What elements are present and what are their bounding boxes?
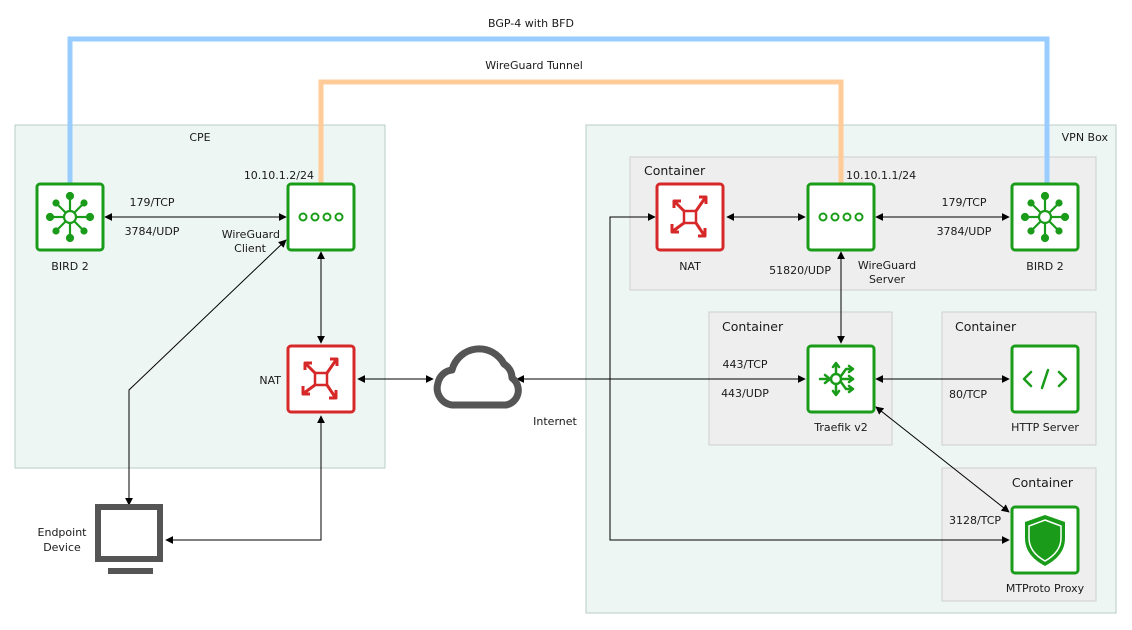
traefik-port-udp: 443/UDP: [721, 387, 769, 400]
node-bird-vpn: BIRD 2: [1010, 182, 1080, 273]
wg-server-address: 10.10.1.1/24: [846, 169, 916, 182]
node-nat-cpe: NAT: [259, 344, 356, 414]
wg-client-label-1: WireGuard: [222, 228, 280, 241]
endpoint-label-2: Device: [43, 541, 81, 554]
nat-arrows-icon: [670, 195, 708, 238]
container-traefik-label: Container: [722, 319, 784, 334]
proxy-port: 3128/TCP: [949, 514, 1001, 527]
vpn-bgp-port-udp: 3784/UDP: [937, 225, 992, 238]
wg-server-label-2: Server: [869, 273, 906, 286]
shield-icon: [1025, 515, 1065, 566]
nat-vpn-label: NAT: [679, 260, 701, 273]
container-proxy-label: Container: [1012, 475, 1074, 490]
http-server-label: HTTP Server: [1011, 421, 1079, 434]
container-http-label: Container: [955, 319, 1017, 334]
endpoint-label-1: Endpoint: [38, 526, 88, 539]
hub-icon: [1020, 191, 1070, 243]
edge-nat-cpe-endpoint: [165, 415, 325, 544]
node-nat-vpn: NAT: [655, 182, 725, 273]
tunnel-rings-icon: [298, 212, 344, 222]
router-fork-icon: [818, 361, 855, 397]
cloud-icon: [433, 345, 522, 409]
mtproto-label: MTProto Proxy: [1006, 582, 1085, 595]
zone-vpn-box-label: VPN Box: [1062, 131, 1109, 144]
bgp-tunnel-path: [67, 36, 1050, 184]
vpn-bgp-port-tcp: 179/TCP: [941, 196, 986, 209]
wg-client-label-2: Client: [234, 242, 267, 255]
edge-nat-vpn-mtproto: [609, 213, 1010, 544]
wireguard-tunnel-label: WireGuard Tunnel: [485, 59, 583, 72]
internet-label: Internet: [533, 415, 577, 428]
wg-server-label-1: WireGuard: [858, 259, 916, 272]
bgp-tunnel-label: BGP-4 with BFD: [488, 17, 574, 30]
http-port: 80/TCP: [949, 388, 987, 401]
node-http-server: HTTP Server: [1010, 344, 1080, 434]
node-wireguard-server: 10.10.1.1/24 WireGuard Server: [806, 169, 916, 286]
nat-arrows-icon: [301, 357, 339, 400]
cpe-bgp-port-tcp: 179/TCP: [129, 196, 174, 209]
node-endpoint-device: Endpoint Device: [38, 504, 163, 574]
bird-vpn-label: BIRD 2: [1026, 260, 1063, 273]
monitor-icon: [95, 504, 163, 574]
nat-cpe-label: NAT: [259, 374, 281, 387]
container-top-label: Container: [644, 163, 706, 178]
node-mtproto-proxy: MTProto Proxy: [1006, 505, 1085, 595]
traefik-label: Traefik v2: [813, 421, 867, 434]
cpe-bgp-port-udp: 3784/UDP: [125, 225, 180, 238]
node-traefik: Traefik v2: [806, 344, 876, 434]
node-bird-cpe: BIRD 2: [35, 182, 105, 273]
tunnel-rings-icon: [818, 212, 864, 222]
zone-cpe-label: CPE: [189, 131, 210, 144]
code-brackets-icon: [1022, 368, 1068, 390]
traefik-port-tcp: 443/TCP: [722, 358, 767, 371]
edge-wg-client-endpoint: [125, 239, 287, 506]
wg-client-address: 10.10.1.2/24: [244, 169, 314, 182]
connections: [104, 213, 1010, 544]
wireguard-tunnel-path: [318, 79, 844, 184]
bird-cpe-label: BIRD 2: [51, 260, 88, 273]
wg-listen-port: 51820/UDP: [769, 264, 831, 277]
node-wireguard-client: 10.10.1.2/24 WireGuard Client: [222, 169, 356, 255]
node-internet: Internet: [433, 345, 578, 428]
hub-icon: [45, 191, 95, 243]
